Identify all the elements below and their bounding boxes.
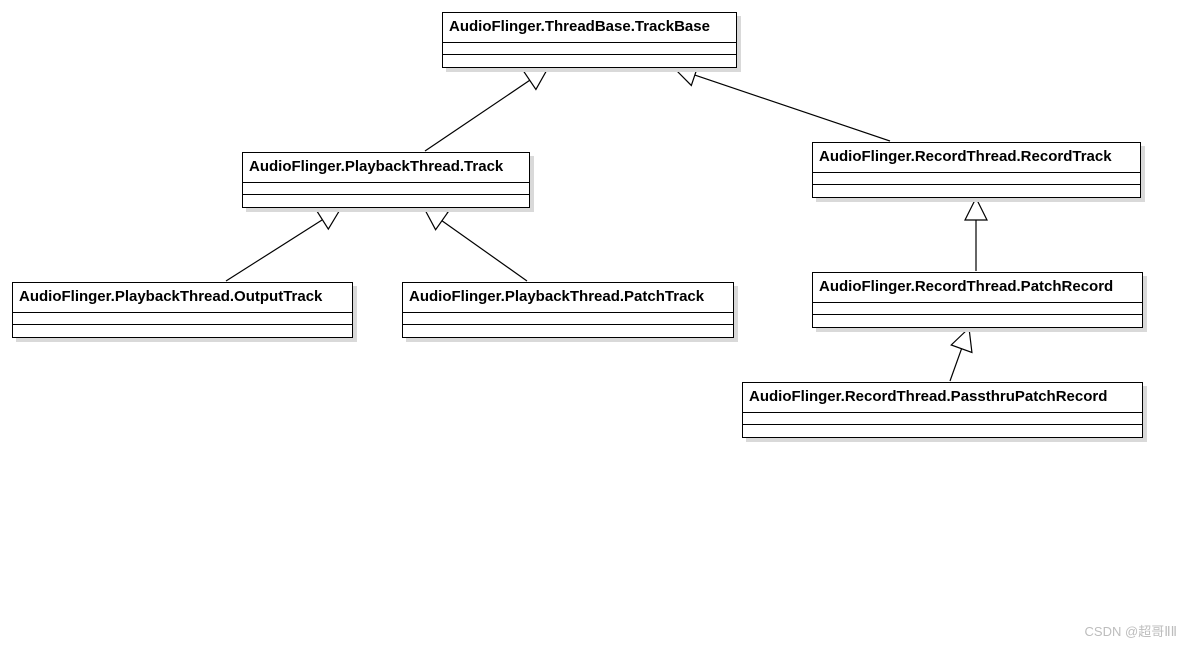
- class-name: AudioFlinger.PlaybackThread.PatchTrack: [403, 283, 733, 313]
- operations-compartment: [813, 315, 1142, 325]
- hollow-triangle-arrowhead: [422, 207, 450, 231]
- hollow-triangle-arrowhead: [315, 207, 343, 231]
- inheritance-edge-patch_record-to-record_track: [964, 196, 988, 271]
- hollow-triangle-arrowhead: [950, 326, 973, 354]
- attributes-compartment: [243, 183, 529, 195]
- class-patch-track[interactable]: AudioFlinger.PlaybackThread.PatchTrack: [402, 282, 734, 338]
- attributes-compartment: [743, 413, 1142, 425]
- class-track-base[interactable]: AudioFlinger.ThreadBase.TrackBase: [442, 12, 737, 68]
- class-name: AudioFlinger.RecordThread.RecordTrack: [813, 143, 1140, 173]
- watermark: CSDN @超哥ⅡⅡ: [1084, 624, 1177, 639]
- operations-compartment: [403, 325, 733, 335]
- attributes-compartment: [403, 313, 733, 325]
- operations-compartment: [813, 185, 1140, 195]
- hollow-triangle-arrowhead: [964, 196, 988, 221]
- class-name: AudioFlinger.ThreadBase.TrackBase: [443, 13, 736, 43]
- inheritance-edge-output_track-to-playback_track: [225, 207, 343, 282]
- inheritance-edge-playback_track-to-track_base: [424, 67, 550, 152]
- edge-line: [225, 219, 323, 282]
- edge-line: [694, 74, 891, 142]
- class-record-track[interactable]: AudioFlinger.RecordThread.RecordTrack: [812, 142, 1141, 198]
- hollow-triangle-arrowhead: [522, 67, 550, 91]
- operations-compartment: [13, 325, 352, 335]
- operations-compartment: [243, 195, 529, 205]
- class-name: AudioFlinger.PlaybackThread.Track: [243, 153, 529, 183]
- inheritance-edge-record_track-to-track_base: [672, 63, 891, 142]
- class-name: AudioFlinger.RecordThread.PatchRecord: [813, 273, 1142, 303]
- attributes-compartment: [443, 43, 736, 55]
- attributes-compartment: [813, 303, 1142, 315]
- operations-compartment: [743, 425, 1142, 435]
- class-name: AudioFlinger.PlaybackThread.OutputTrack: [13, 283, 352, 313]
- edge-line: [441, 220, 528, 282]
- attributes-compartment: [13, 313, 352, 325]
- attributes-compartment: [813, 173, 1140, 185]
- class-output-track[interactable]: AudioFlinger.PlaybackThread.OutputTrack: [12, 282, 353, 338]
- class-patch-record[interactable]: AudioFlinger.RecordThread.PatchRecord: [812, 272, 1143, 328]
- class-name: AudioFlinger.RecordThread.PassthruPatchR…: [743, 383, 1142, 413]
- inheritance-edge-patch_track-to-playback_track: [422, 207, 528, 282]
- class-playback-track[interactable]: AudioFlinger.PlaybackThread.Track: [242, 152, 530, 208]
- edge-line: [424, 79, 531, 152]
- class-passthru-patch-record[interactable]: AudioFlinger.RecordThread.PassthruPatchR…: [742, 382, 1143, 438]
- operations-compartment: [443, 55, 736, 65]
- edge-line: [949, 348, 963, 382]
- inheritance-edge-passthru_patch_record-to-patch_record: [949, 326, 973, 382]
